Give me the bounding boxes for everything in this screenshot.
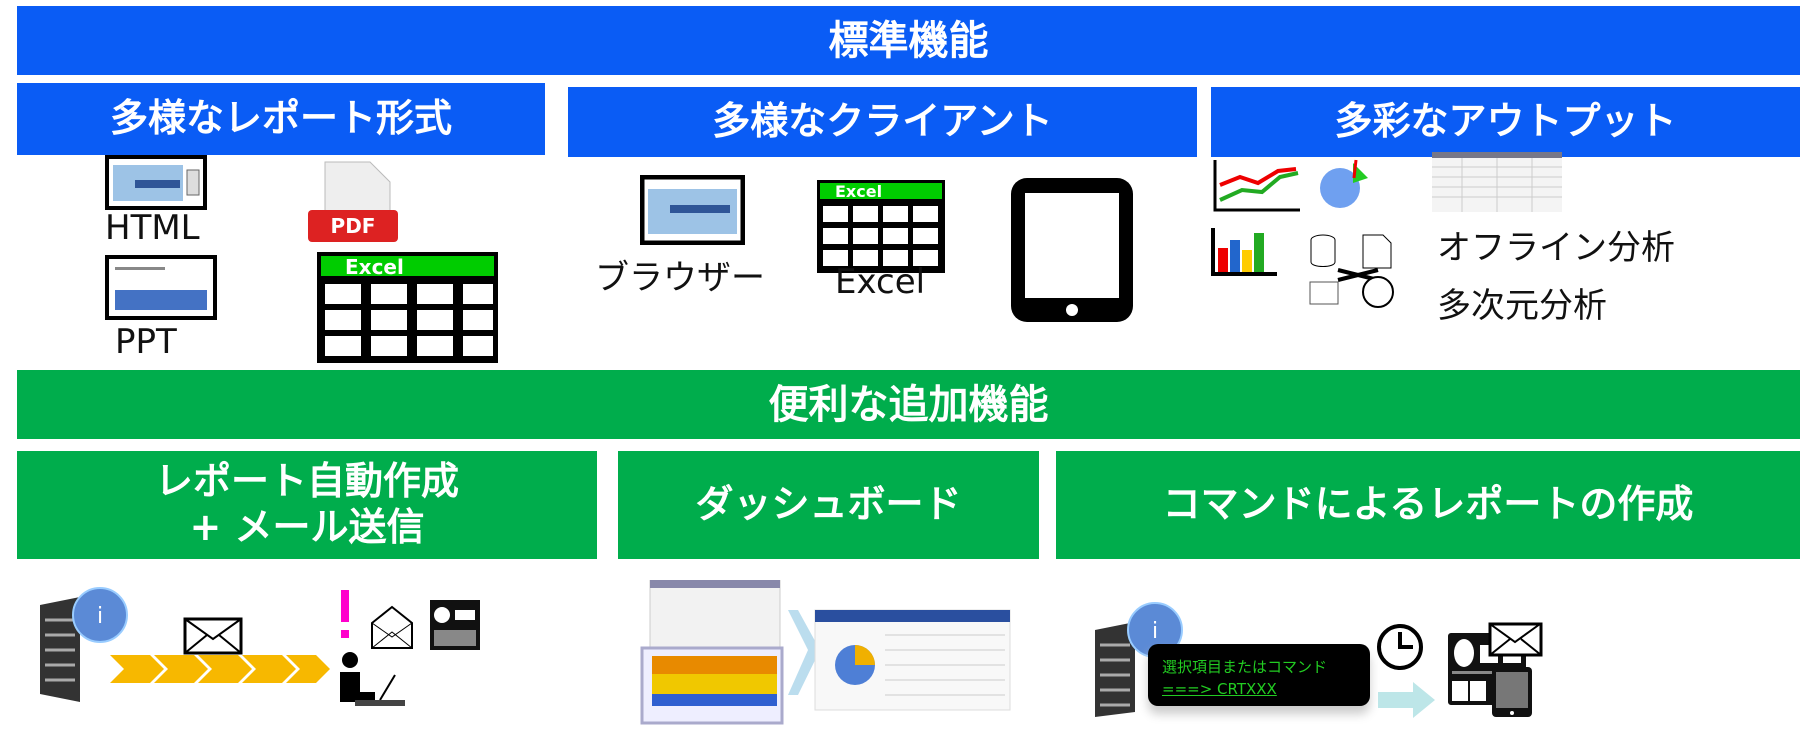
html-label: HTML bbox=[105, 208, 200, 248]
table-report-icon bbox=[1432, 152, 1562, 212]
mail-icon-command bbox=[1488, 622, 1543, 657]
auto-report-title: レポート自動作成 bbox=[154, 459, 459, 504]
offline-analysis-label: オフライン分析 bbox=[1437, 228, 1675, 268]
line-chart-icon bbox=[1213, 160, 1300, 212]
outputs-header: 多彩なアウトプット bbox=[1211, 87, 1800, 157]
command-screen-input: ===> CRTXXX bbox=[1162, 680, 1277, 698]
excel-format-label: Excel bbox=[345, 255, 404, 279]
bar-chart-icon bbox=[1211, 228, 1277, 276]
arrow-flow-icon bbox=[110, 655, 330, 683]
command-screen: 選択項目またはコマンド ===> CRTXXX bbox=[1148, 644, 1370, 706]
ppt-report-icon bbox=[105, 255, 217, 320]
arrow-right-icon bbox=[1378, 682, 1435, 718]
report-thumbnail-icon bbox=[430, 600, 480, 650]
mail-icon bbox=[183, 617, 243, 655]
addon-features-header: 便利な追加機能 bbox=[17, 370, 1800, 439]
alert-icon bbox=[341, 590, 349, 638]
auto-report-header: レポート自動作成+ メール送信 bbox=[17, 451, 597, 559]
standard-features-header: 標準機能 bbox=[17, 6, 1800, 75]
dashboard-screenshot-icon bbox=[640, 580, 1011, 725]
clients-header: 多様なクライアント bbox=[568, 87, 1197, 157]
clock-icon bbox=[1377, 624, 1423, 670]
html-report-icon bbox=[105, 155, 207, 210]
open-mail-icon bbox=[371, 605, 413, 649]
svg-text:i: i bbox=[97, 604, 103, 629]
user-at-pc-icon bbox=[340, 652, 405, 706]
olap-icon bbox=[1309, 234, 1394, 308]
server-icon: i bbox=[40, 587, 128, 702]
pdf-icon: PDF bbox=[308, 161, 398, 242]
svg-text:i: i bbox=[1152, 619, 1158, 644]
tablet-icon bbox=[1011, 178, 1133, 322]
excel-format-icon: Excel bbox=[317, 252, 498, 363]
server-icon-command: i bbox=[1095, 602, 1183, 717]
browser-label: ブラウザー bbox=[595, 258, 765, 298]
command-report-header: コマンドによるレポートの作成 bbox=[1056, 451, 1800, 559]
multidimensional-analysis-label: 多次元分析 bbox=[1437, 286, 1607, 326]
excel-client-label: Excel bbox=[835, 262, 926, 302]
dashboard-header: ダッシュボード bbox=[618, 451, 1039, 559]
pie-chart-icon bbox=[1320, 159, 1368, 208]
auto-report-subtitle: + メール送信 bbox=[189, 505, 425, 549]
excel-tag-label: Excel bbox=[835, 182, 882, 201]
browser-icon bbox=[640, 175, 745, 245]
pdf-label: PDF bbox=[331, 214, 376, 238]
ppt-label: PPT bbox=[115, 322, 177, 362]
tablet-small-icon bbox=[1492, 667, 1532, 717]
command-screen-prompt: 選択項目またはコマンド bbox=[1162, 658, 1328, 676]
report-formats-header: 多様なレポート形式 bbox=[17, 83, 545, 155]
excel-client-icon: Excel bbox=[817, 180, 945, 273]
